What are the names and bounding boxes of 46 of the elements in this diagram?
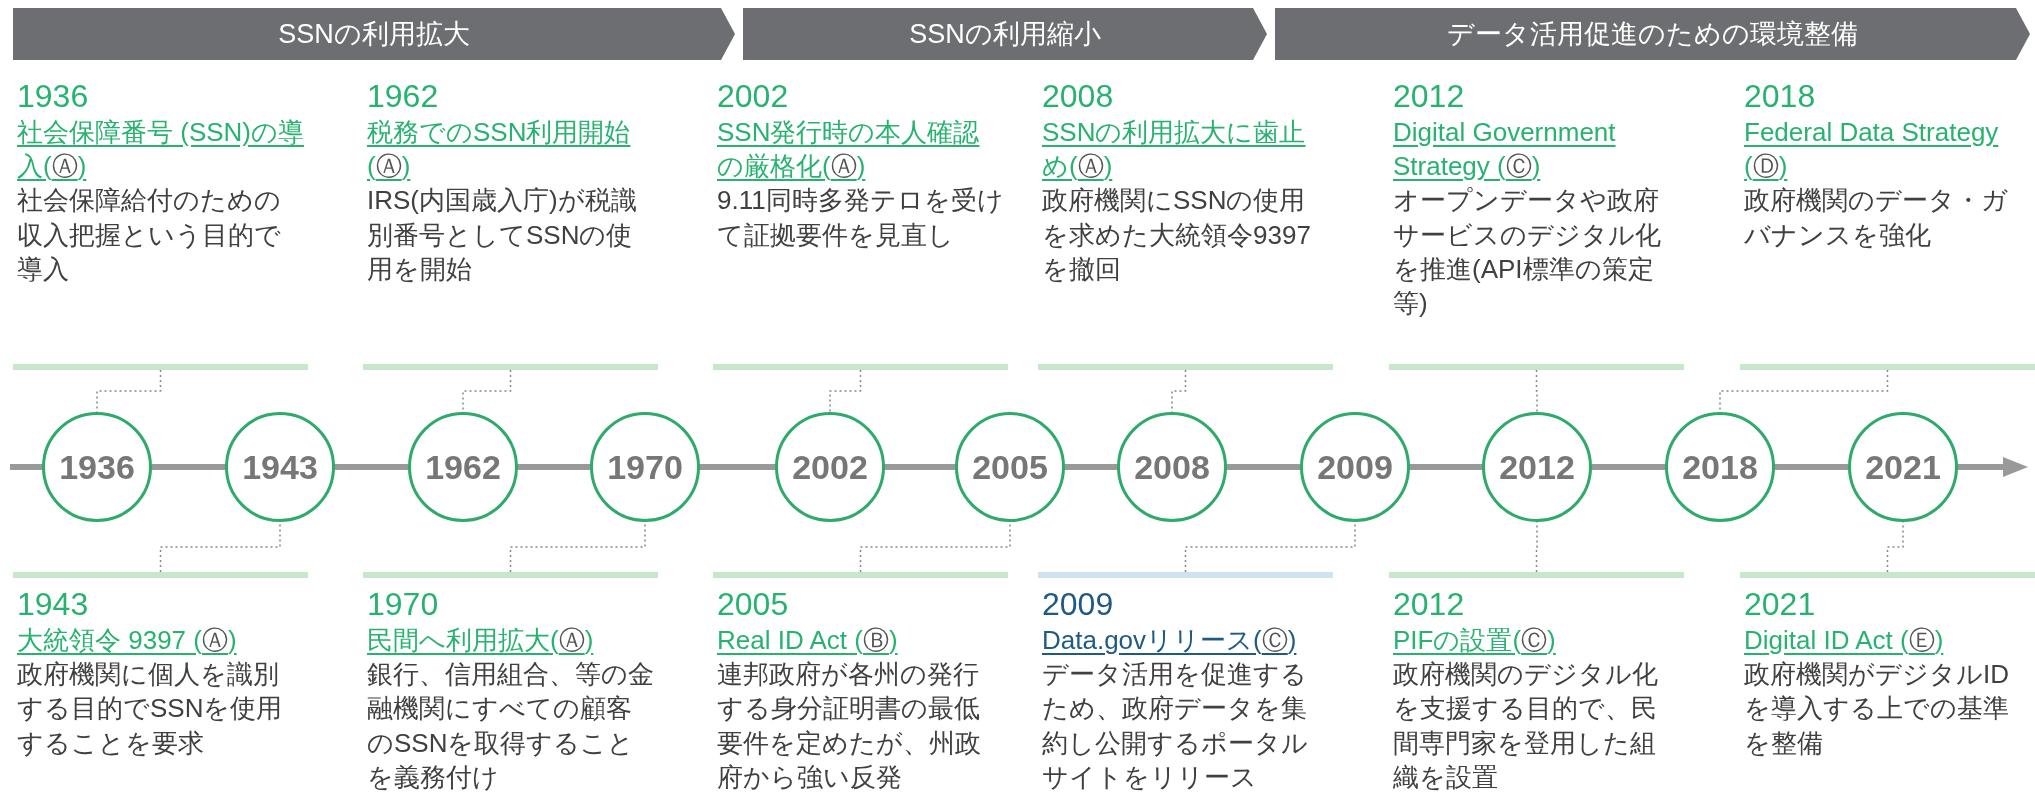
year-label: 2008 [1042, 78, 1115, 115]
year-label: 2018 [1744, 78, 1817, 115]
event-title: Digital ID Act (Ⓔ) [1744, 623, 1945, 657]
event-description: 政府機関にSSNの使用を求めた大統領令9397を撤回 [1042, 184, 1312, 287]
event-title: PIFの設置(Ⓒ) [1393, 623, 1557, 657]
event-title: 社会保障番号 (SSN)の導入(Ⓐ) [17, 115, 304, 184]
event-title: 大統領令 9397 (Ⓐ) [17, 623, 238, 657]
event-description: 社会保障給付のための収入把握という目的で導入 [17, 184, 282, 287]
year-label: 1962 [367, 78, 440, 115]
phase-banner [1275, 8, 2030, 60]
event-title: 民間へ利用拡大(Ⓐ) [367, 623, 595, 657]
banner-label: データ活用促進のための環境整備 [1447, 17, 1858, 51]
year-label: 2012 [1393, 78, 1466, 115]
year-label: 1936 [17, 78, 90, 115]
year-label: 1943 [17, 586, 90, 623]
year-label: 2002 [717, 78, 790, 115]
event-description: 連邦政府が各州の発行する身分証明書の最低要件を定めたが、州政府から強い反発 [717, 658, 982, 795]
phase-banner [13, 8, 735, 60]
event-title: Real ID Act (Ⓑ) [717, 623, 899, 657]
year-label: 1970 [367, 586, 440, 623]
leader-line [829, 369, 862, 413]
event-description: データ活用を促進するため、政府データを集約し公開するポータルサイトをリリース [1042, 658, 1309, 795]
event-description: 銀行、信用組合、等の金融機関にすべての顧客のSSNを取得することを義務付け [367, 658, 654, 795]
event-description: 政府機関に個人を識別する目的でSSNを使用することを要求 [17, 658, 284, 760]
event-title: 税務でのSSN利用開始(Ⓐ) [367, 115, 632, 184]
year-label: 2009 [1042, 586, 1115, 623]
leader-line [1719, 369, 1889, 413]
event-description: IRS(内国歳入庁)が税識別番号としてSSNの使用を開始 [367, 184, 638, 287]
event-title: Data.govリリース(Ⓒ) [1042, 623, 1298, 657]
year-label: 2012 [1393, 586, 1466, 623]
banner-label: SSNの利用縮小 [909, 17, 1101, 51]
year-label: 2021 [1744, 586, 1817, 623]
event-title: Digital Government Strategy (Ⓒ) [1393, 115, 1617, 184]
event-description: 9.11同時多発テロを受けて証拠要件を見直し [717, 184, 1004, 252]
event-description: オープンデータや政府サービスのデジタル化を推進(API標準の策定等) [1393, 184, 1662, 321]
leader-line [1535, 369, 1538, 413]
event-title: SSNの利用拡大に歯止め(Ⓐ) [1042, 115, 1307, 184]
year-label: 2005 [717, 586, 790, 623]
banner-label: SSNの利用拡大 [278, 17, 470, 51]
event-description: 政府機関のデジタル化を支援する目的で、民間専門家を登用した組織を設置 [1393, 658, 1659, 795]
event-title: Federal Data Strategy (Ⓓ) [1744, 115, 2000, 184]
leader-line [462, 369, 512, 413]
event-description: 政府機関のデータ・ガバナンスを強化 [1744, 184, 2009, 252]
event-description: 政府機関がデジタルIDを導入する上での基準を整備 [1744, 658, 2010, 760]
event-title: SSN発行時の本人確認の厳格化(Ⓐ) [717, 115, 981, 184]
phase-banner [743, 8, 1267, 60]
